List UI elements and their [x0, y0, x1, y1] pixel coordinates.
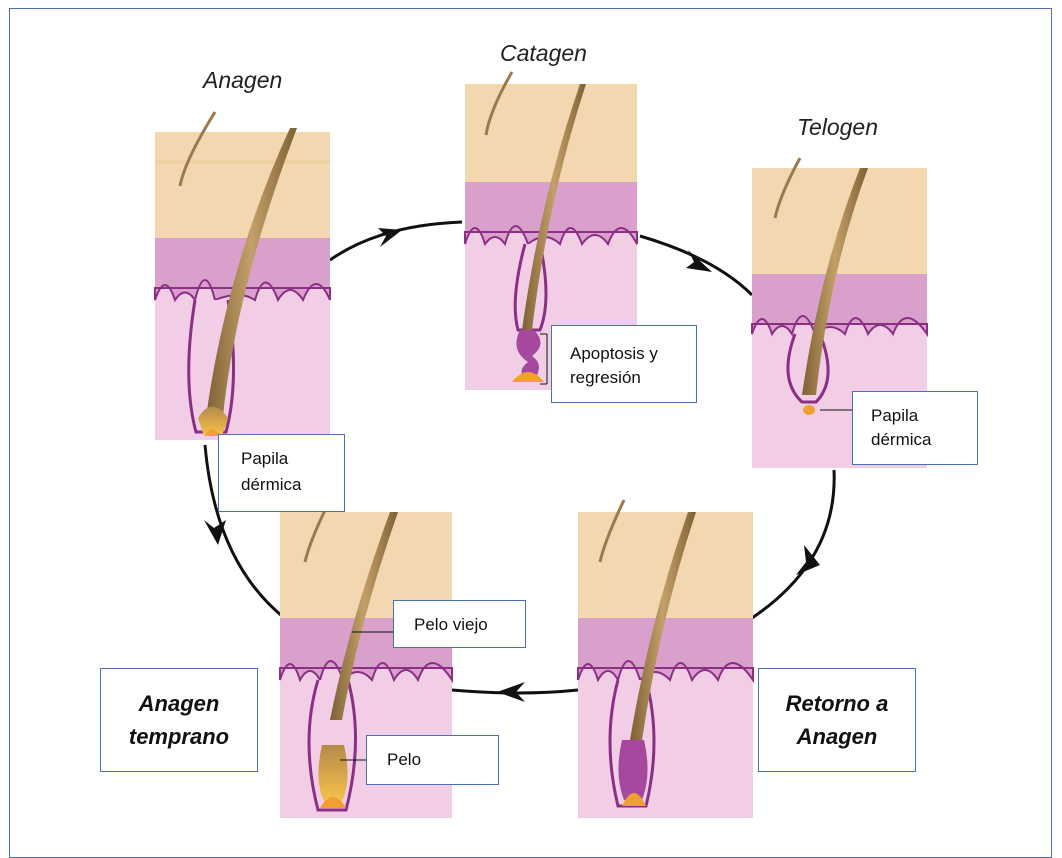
- label-telogen-papila-line2: dérmica: [871, 428, 977, 452]
- arrow-telogen-to-return: [752, 470, 834, 618]
- arrowhead-1: [378, 228, 402, 247]
- arrow-anagen-to-catagen: [330, 222, 462, 260]
- stage-early-anagen: Anagen temprano: [100, 668, 258, 772]
- panel-return-anagen: [578, 500, 753, 818]
- label-anagen-papila: Papila dérmica: [218, 434, 345, 512]
- label-catagen-apoptosis-line1: Apoptosis y: [570, 342, 696, 366]
- title-catagen: Catagen: [500, 40, 587, 67]
- stage-return-anagen-line1: Retorno a: [786, 687, 889, 720]
- stage-return-anagen: Retorno a Anagen: [758, 668, 916, 772]
- label-anagen-papila-line2: dérmica: [241, 471, 344, 499]
- panel-anagen: [155, 112, 330, 440]
- label-anagen-papila-line1: Papila: [241, 447, 344, 471]
- arrowhead-2: [686, 250, 712, 272]
- label-catagen-apoptosis-line2: regresión: [570, 366, 696, 390]
- label-catagen-apoptosis: Apoptosis y regresión: [551, 325, 697, 403]
- stage-return-anagen-line2: Anagen: [786, 720, 889, 753]
- stage-early-anagen-line1: Anagen: [129, 687, 229, 720]
- title-anagen: Anagen: [203, 67, 282, 94]
- stage-early-anagen-line2: temprano: [129, 720, 229, 753]
- label-telogen-papila-line1: Papila: [871, 404, 977, 428]
- title-telogen: Telogen: [797, 114, 878, 141]
- label-telogen-papila: Papila dérmica: [852, 391, 978, 465]
- label-old-hair: Pelo viejo: [393, 600, 526, 648]
- label-hair: Pelo: [366, 735, 499, 785]
